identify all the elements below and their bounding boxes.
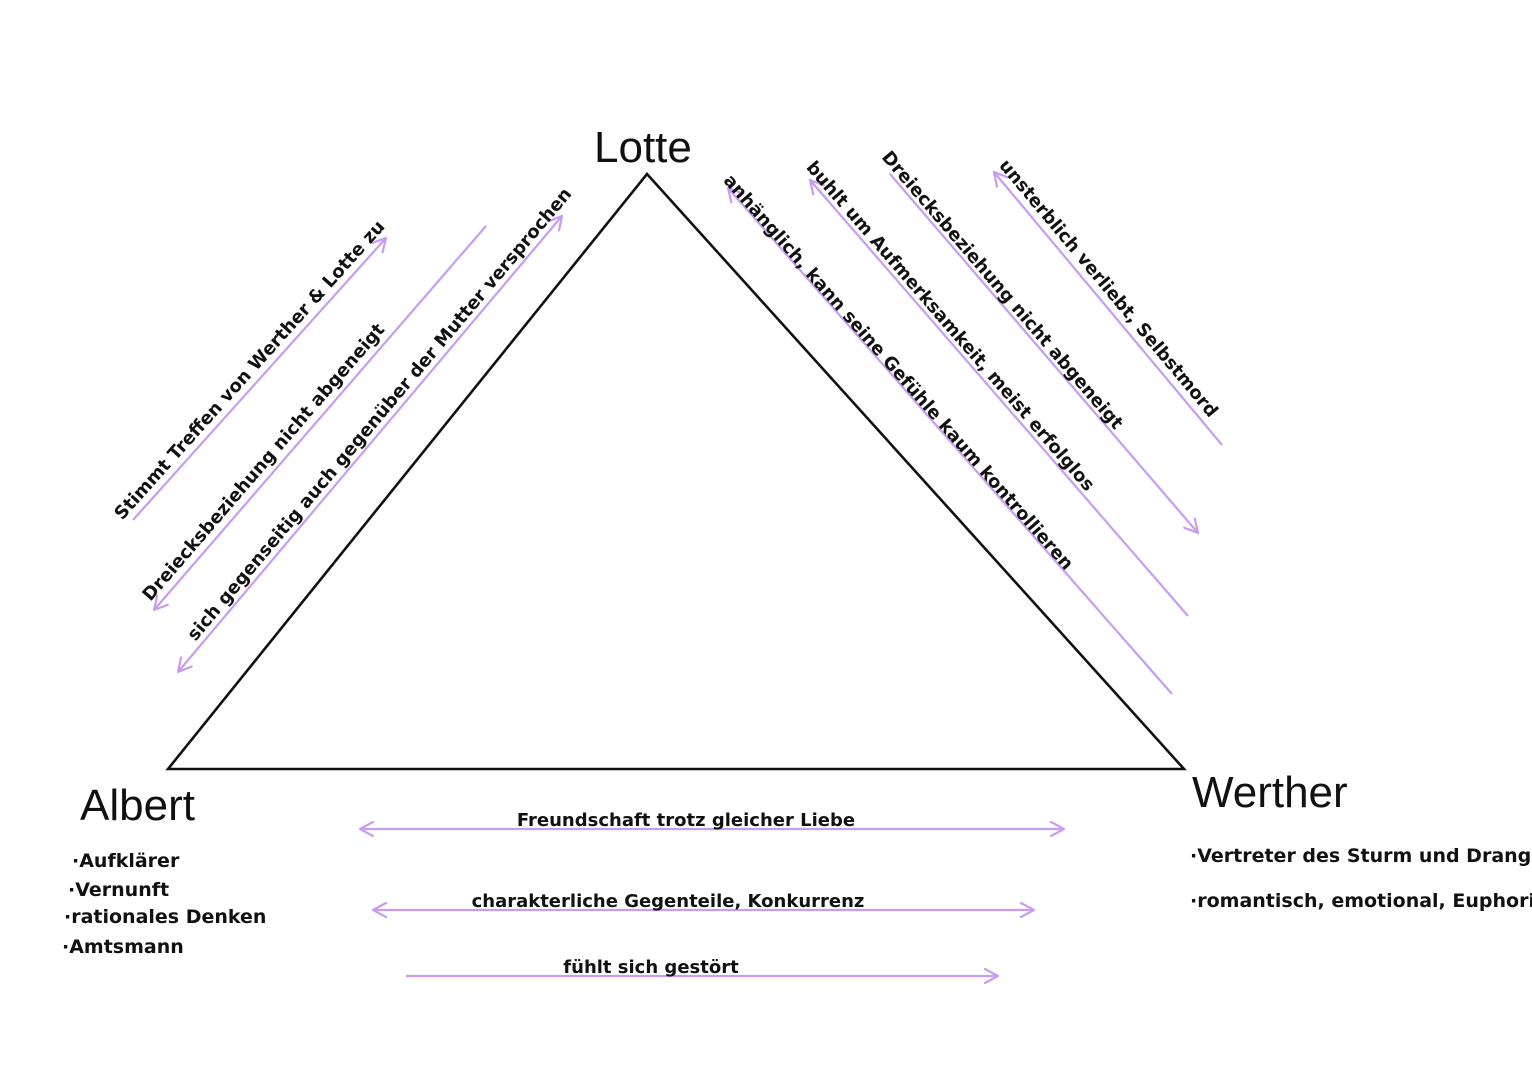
albert-name: Albert bbox=[80, 781, 195, 830]
werther-name: Werther bbox=[1192, 768, 1348, 817]
label-werther-lotte-4: unsterblich verliebt, Selbstmord bbox=[995, 155, 1222, 421]
arrow-werther-lotte-3 bbox=[889, 173, 1200, 535]
albert-trait: ·Aufklärer bbox=[72, 850, 180, 872]
label-albert-werther-3: fühlt sich gestört bbox=[563, 957, 739, 978]
arrow-werther-lotte-2 bbox=[808, 178, 1189, 617]
lotte-name: Lotte bbox=[594, 123, 692, 172]
label-albert-werther-2: charakterliche Gegenteile, Konkurrenz bbox=[472, 891, 865, 912]
arrow-albert-lotte-3 bbox=[176, 214, 564, 674]
arrow-werther-lotte-1 bbox=[726, 186, 1173, 695]
albert-trait: ·Vernunft bbox=[68, 879, 170, 901]
arrow-werther-lotte-4 bbox=[992, 170, 1223, 446]
label-albert-lotte-3: sich gegenseitig auch gegenüber der Mutt… bbox=[183, 184, 576, 645]
label-werther-lotte-1: anhänglich, kann seine Gefühle kaum kont… bbox=[719, 170, 1077, 574]
werther-trait: ·Vertreter des Sturm und Drang bbox=[1190, 845, 1532, 867]
albert-trait: ·Amtsmann bbox=[62, 936, 184, 958]
werther-trait: ·romantisch, emotional, Euphorie bbox=[1190, 890, 1532, 912]
albert-trait: ·rationales Denken bbox=[64, 906, 267, 928]
label-albert-werther-1: Freundschaft trotz gleicher Liebe bbox=[517, 810, 855, 831]
